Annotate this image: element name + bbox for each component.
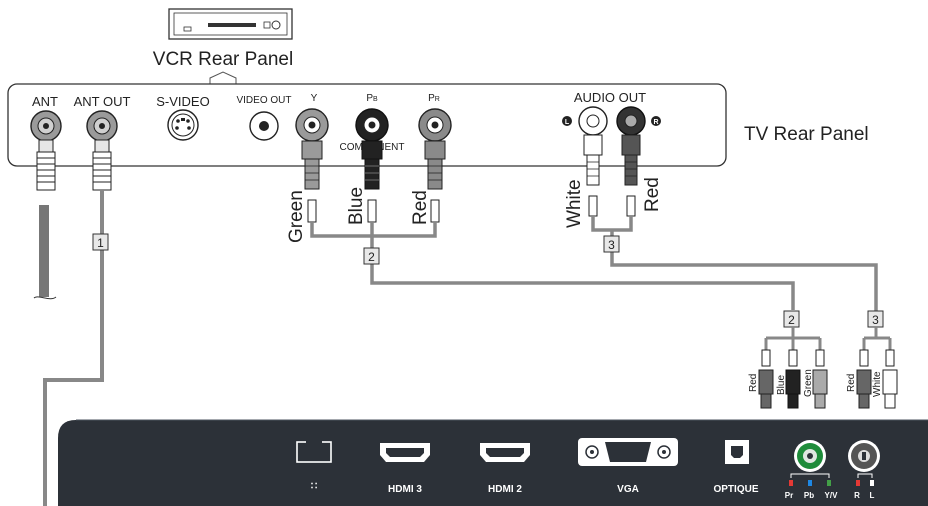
audio-white-label: White xyxy=(564,179,585,228)
tv-component-plugs xyxy=(758,349,828,409)
cable-1-badge: 1 xyxy=(92,233,109,251)
svg-text:2: 2 xyxy=(368,250,375,264)
svideo-jack-icon xyxy=(167,109,199,141)
audio-out-label: AUDIO OUT xyxy=(574,90,646,105)
video-out-jack-icon xyxy=(249,111,279,141)
vcr-device-icon xyxy=(168,8,293,40)
pb-jack-icon xyxy=(355,108,389,142)
hdmi2-label: HDMI 2 xyxy=(488,484,522,495)
vcr-title: VCR Rear Panel xyxy=(153,49,293,70)
component-blue-label: Blue xyxy=(346,187,367,225)
vga-port-icon xyxy=(578,438,678,466)
network-symbol: ∷ xyxy=(311,481,317,492)
tv-component-blue-label: Blue xyxy=(776,375,787,395)
tv-yv-label: Y/V xyxy=(825,491,839,500)
tv-audio-red-label: Red xyxy=(846,374,857,392)
tv-input-color-markers xyxy=(789,473,874,486)
audio-red-label: Red xyxy=(642,177,663,212)
cable-2-badge-top: 2 xyxy=(363,247,380,265)
component-green-label: Green xyxy=(286,190,307,243)
cable-3-badge-bottom: 3 xyxy=(867,310,884,328)
ant-label: ANT xyxy=(32,94,58,109)
antenna-input-cable xyxy=(39,205,49,297)
tv-r-label: R xyxy=(854,491,860,500)
tv-l-label: L xyxy=(870,491,875,500)
pr-jack-icon xyxy=(418,108,452,142)
svideo-label: S-VIDEO xyxy=(156,94,209,109)
ant-jack-icon xyxy=(30,110,62,142)
cable-3-fanout xyxy=(862,327,892,350)
ant-out-jack-icon xyxy=(86,110,118,142)
audio-cable-plugs xyxy=(583,134,641,217)
tv-component-input-icon xyxy=(794,440,826,472)
optique-label: OPTIQUE xyxy=(713,484,758,495)
svg-text:3: 3 xyxy=(872,313,879,327)
cable-3 xyxy=(591,216,878,312)
hdmi2-port-icon xyxy=(480,443,530,462)
audio-right-marker-icon: R xyxy=(651,116,661,126)
network-port-icon xyxy=(296,440,332,463)
svg-text:1: 1 xyxy=(97,236,104,250)
video-out-label: VIDEO OUT xyxy=(236,95,291,106)
tv-component-green-label: Green xyxy=(803,369,814,397)
component-cable-plugs xyxy=(301,140,446,223)
svg-text:L: L xyxy=(565,119,570,126)
ant-out-connector-plug xyxy=(92,139,112,191)
tv-component-red-label: Red xyxy=(748,374,759,392)
tv-audio-input-icon xyxy=(848,440,880,472)
tv-audio-plugs xyxy=(856,349,898,409)
y-jack-icon xyxy=(295,108,329,142)
y-label: Y xyxy=(311,93,318,104)
component-red-label: Red xyxy=(410,190,431,225)
hdmi3-port-icon xyxy=(380,443,430,462)
audio-left-marker-icon: L xyxy=(562,116,572,126)
audio-out-left-jack-icon xyxy=(578,106,608,136)
ant-out-label: ANT OUT xyxy=(74,94,131,109)
vga-label: VGA xyxy=(617,484,639,495)
audio-out-right-jack-icon xyxy=(616,106,646,136)
cable-2-badge-bottom: 2 xyxy=(783,310,800,328)
tv-pr-label: Pr xyxy=(785,491,793,500)
ant-connector-plug xyxy=(36,139,56,191)
svg-text:3: 3 xyxy=(608,238,615,252)
optical-port-icon xyxy=(725,440,749,464)
rear-panel-title: TV Rear Panel xyxy=(744,124,869,145)
cable-2-fanout xyxy=(764,327,822,350)
cable-1 xyxy=(43,190,104,506)
pr-label: PR xyxy=(428,93,440,104)
tv-pb-label: Pb xyxy=(804,491,814,500)
tv-audio-white-label: White xyxy=(872,371,883,397)
pb-label: PB xyxy=(366,93,378,104)
cable-3-badge-top: 3 xyxy=(603,235,620,253)
tv-input-panel xyxy=(58,420,928,506)
vcr-arrow-icon xyxy=(209,71,237,84)
antenna-cable-cut xyxy=(33,296,57,300)
svg-text:2: 2 xyxy=(788,313,795,327)
hdmi3-label: HDMI 3 xyxy=(388,484,422,495)
svg-text:R: R xyxy=(653,119,658,126)
